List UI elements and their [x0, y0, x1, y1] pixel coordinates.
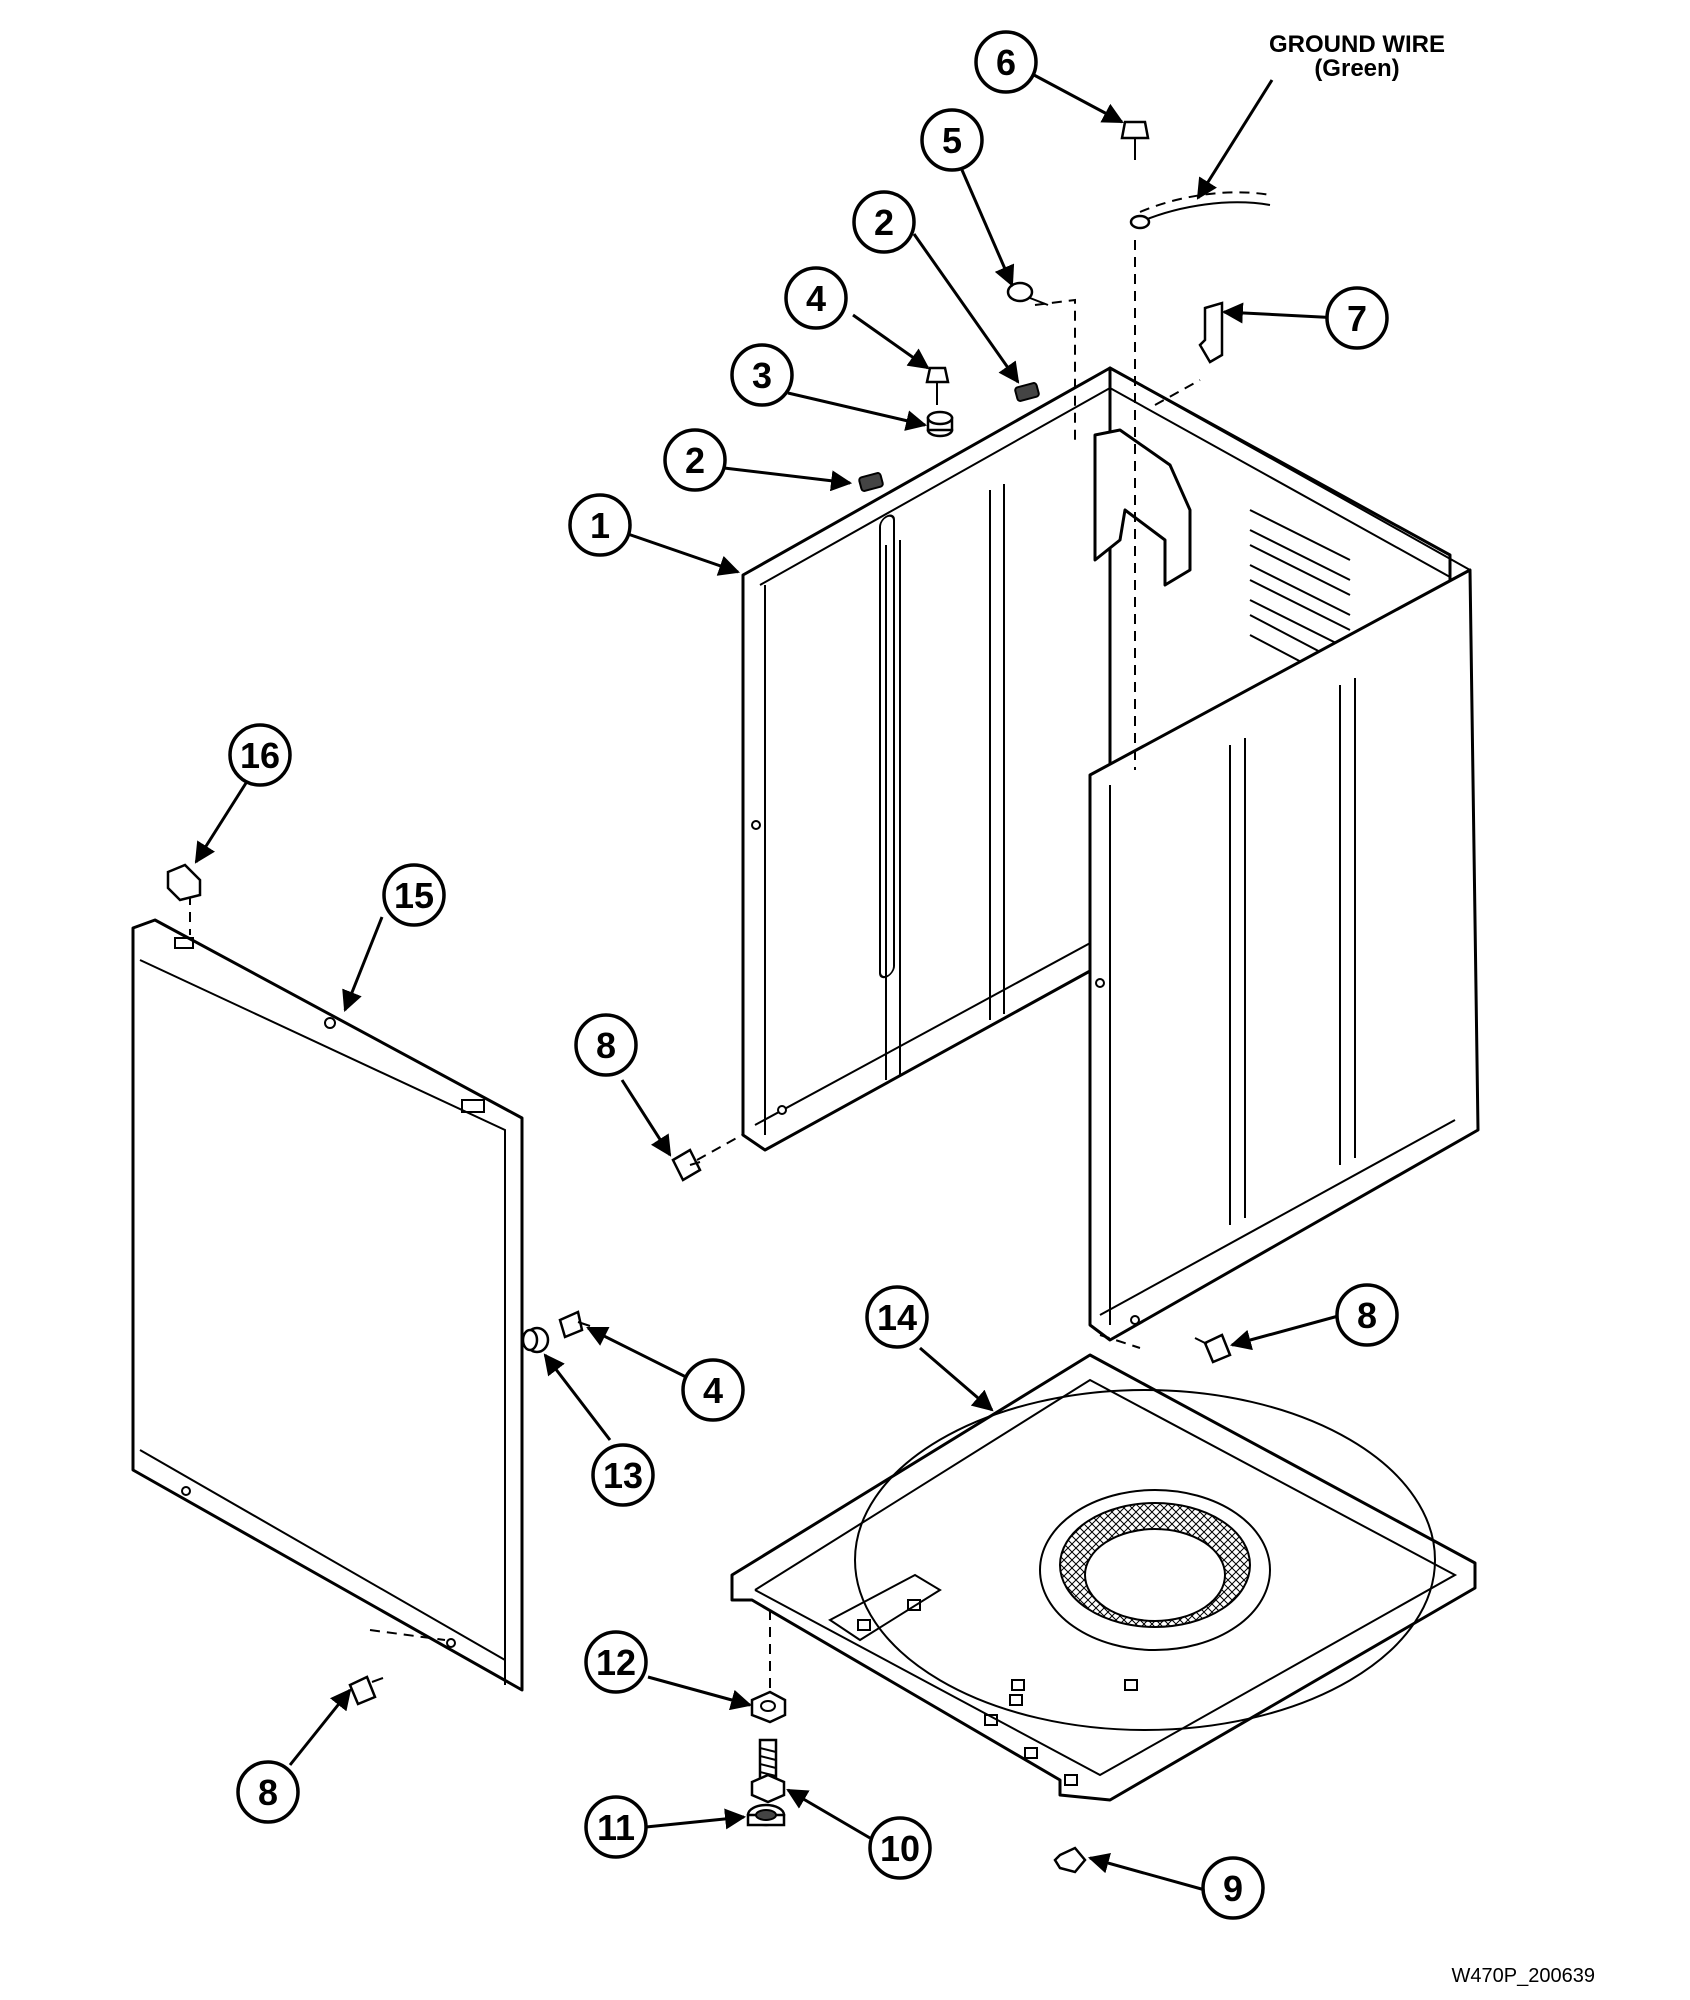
- svg-text:16: 16: [240, 735, 280, 776]
- svg-text:3: 3: [752, 355, 772, 396]
- callout-8-right: 8: [1335, 1283, 1399, 1347]
- screw-part-5: [1006, 281, 1049, 306]
- callout-8-top: 8: [574, 1013, 638, 1077]
- pad-part-2a: [858, 472, 884, 492]
- callout-9: 9: [1201, 1856, 1265, 1920]
- screw-part-8c: [348, 1675, 384, 1706]
- screw-part-8b: [1194, 1333, 1232, 1364]
- nut-part-9: [1053, 1846, 1087, 1874]
- clip-part-16: [166, 863, 202, 902]
- callout-16: 16: [228, 723, 292, 787]
- svg-text:5: 5: [942, 120, 962, 161]
- svg-text:8: 8: [258, 1772, 278, 1813]
- callout-7: 7: [1325, 286, 1389, 350]
- ground-wire: [1129, 191, 1271, 230]
- ground-wire-label: GROUND WIRE: [1269, 31, 1445, 58]
- svg-text:14: 14: [877, 1297, 917, 1338]
- base: [730, 1353, 1477, 1802]
- svg-text:6: 6: [996, 42, 1016, 83]
- svg-text:8: 8: [1357, 1295, 1377, 1336]
- svg-text:2: 2: [874, 202, 894, 243]
- cabinet: [741, 366, 1480, 1342]
- callout-11: 11: [584, 1795, 648, 1859]
- front-panel: [131, 918, 524, 1692]
- callout-14: 14: [865, 1285, 929, 1349]
- foot-part-11: [746, 1803, 786, 1827]
- callout-6: 6: [974, 30, 1038, 94]
- callout-8-bottom: 8: [236, 1760, 300, 1824]
- callout-1: 1: [568, 493, 632, 557]
- ground-wire-color-label: (Green): [1314, 55, 1399, 82]
- svg-text:11: 11: [597, 1807, 635, 1848]
- callout-10: 10: [868, 1816, 932, 1880]
- svg-text:13: 13: [603, 1455, 643, 1496]
- callout-4-mid: 4: [681, 1358, 745, 1422]
- screw-part-6: [1120, 120, 1150, 160]
- svg-text:15: 15: [394, 875, 434, 916]
- svg-text:2: 2: [685, 440, 705, 481]
- svg-text:10: 10: [880, 1828, 920, 1869]
- grommet-part-13: [521, 1326, 550, 1354]
- svg-text:8: 8: [596, 1025, 616, 1066]
- callout-4-top: 4: [784, 266, 848, 330]
- callout-5: 5: [920, 108, 984, 172]
- callout-2-left: 2: [663, 428, 727, 492]
- svg-text:7: 7: [1347, 298, 1367, 339]
- svg-text:9: 9: [1223, 1868, 1243, 1909]
- svg-text:1: 1: [590, 505, 610, 546]
- svg-text:12: 12: [596, 1642, 636, 1683]
- leader-lines: [194, 73, 1343, 1892]
- screw-part-4b: [558, 1310, 591, 1339]
- callout-2-top: 2: [852, 190, 916, 254]
- svg-text:4: 4: [703, 1370, 723, 1411]
- spacer-part-3: [926, 410, 954, 438]
- drawing-code: W470P_200639: [1452, 1965, 1595, 1987]
- pad-part-2b: [1014, 382, 1040, 402]
- svg-text:4: 4: [806, 278, 826, 319]
- callout-3: 3: [730, 343, 794, 407]
- callout-12: 12: [584, 1630, 648, 1694]
- bracket-part-7: [1198, 301, 1224, 364]
- callout-13: 13: [591, 1443, 655, 1507]
- screw-part-8a: [671, 1148, 702, 1182]
- leg-bolt-part-10: [750, 1738, 786, 1804]
- screw-part-4a: [925, 366, 950, 405]
- callout-15: 15: [382, 863, 446, 927]
